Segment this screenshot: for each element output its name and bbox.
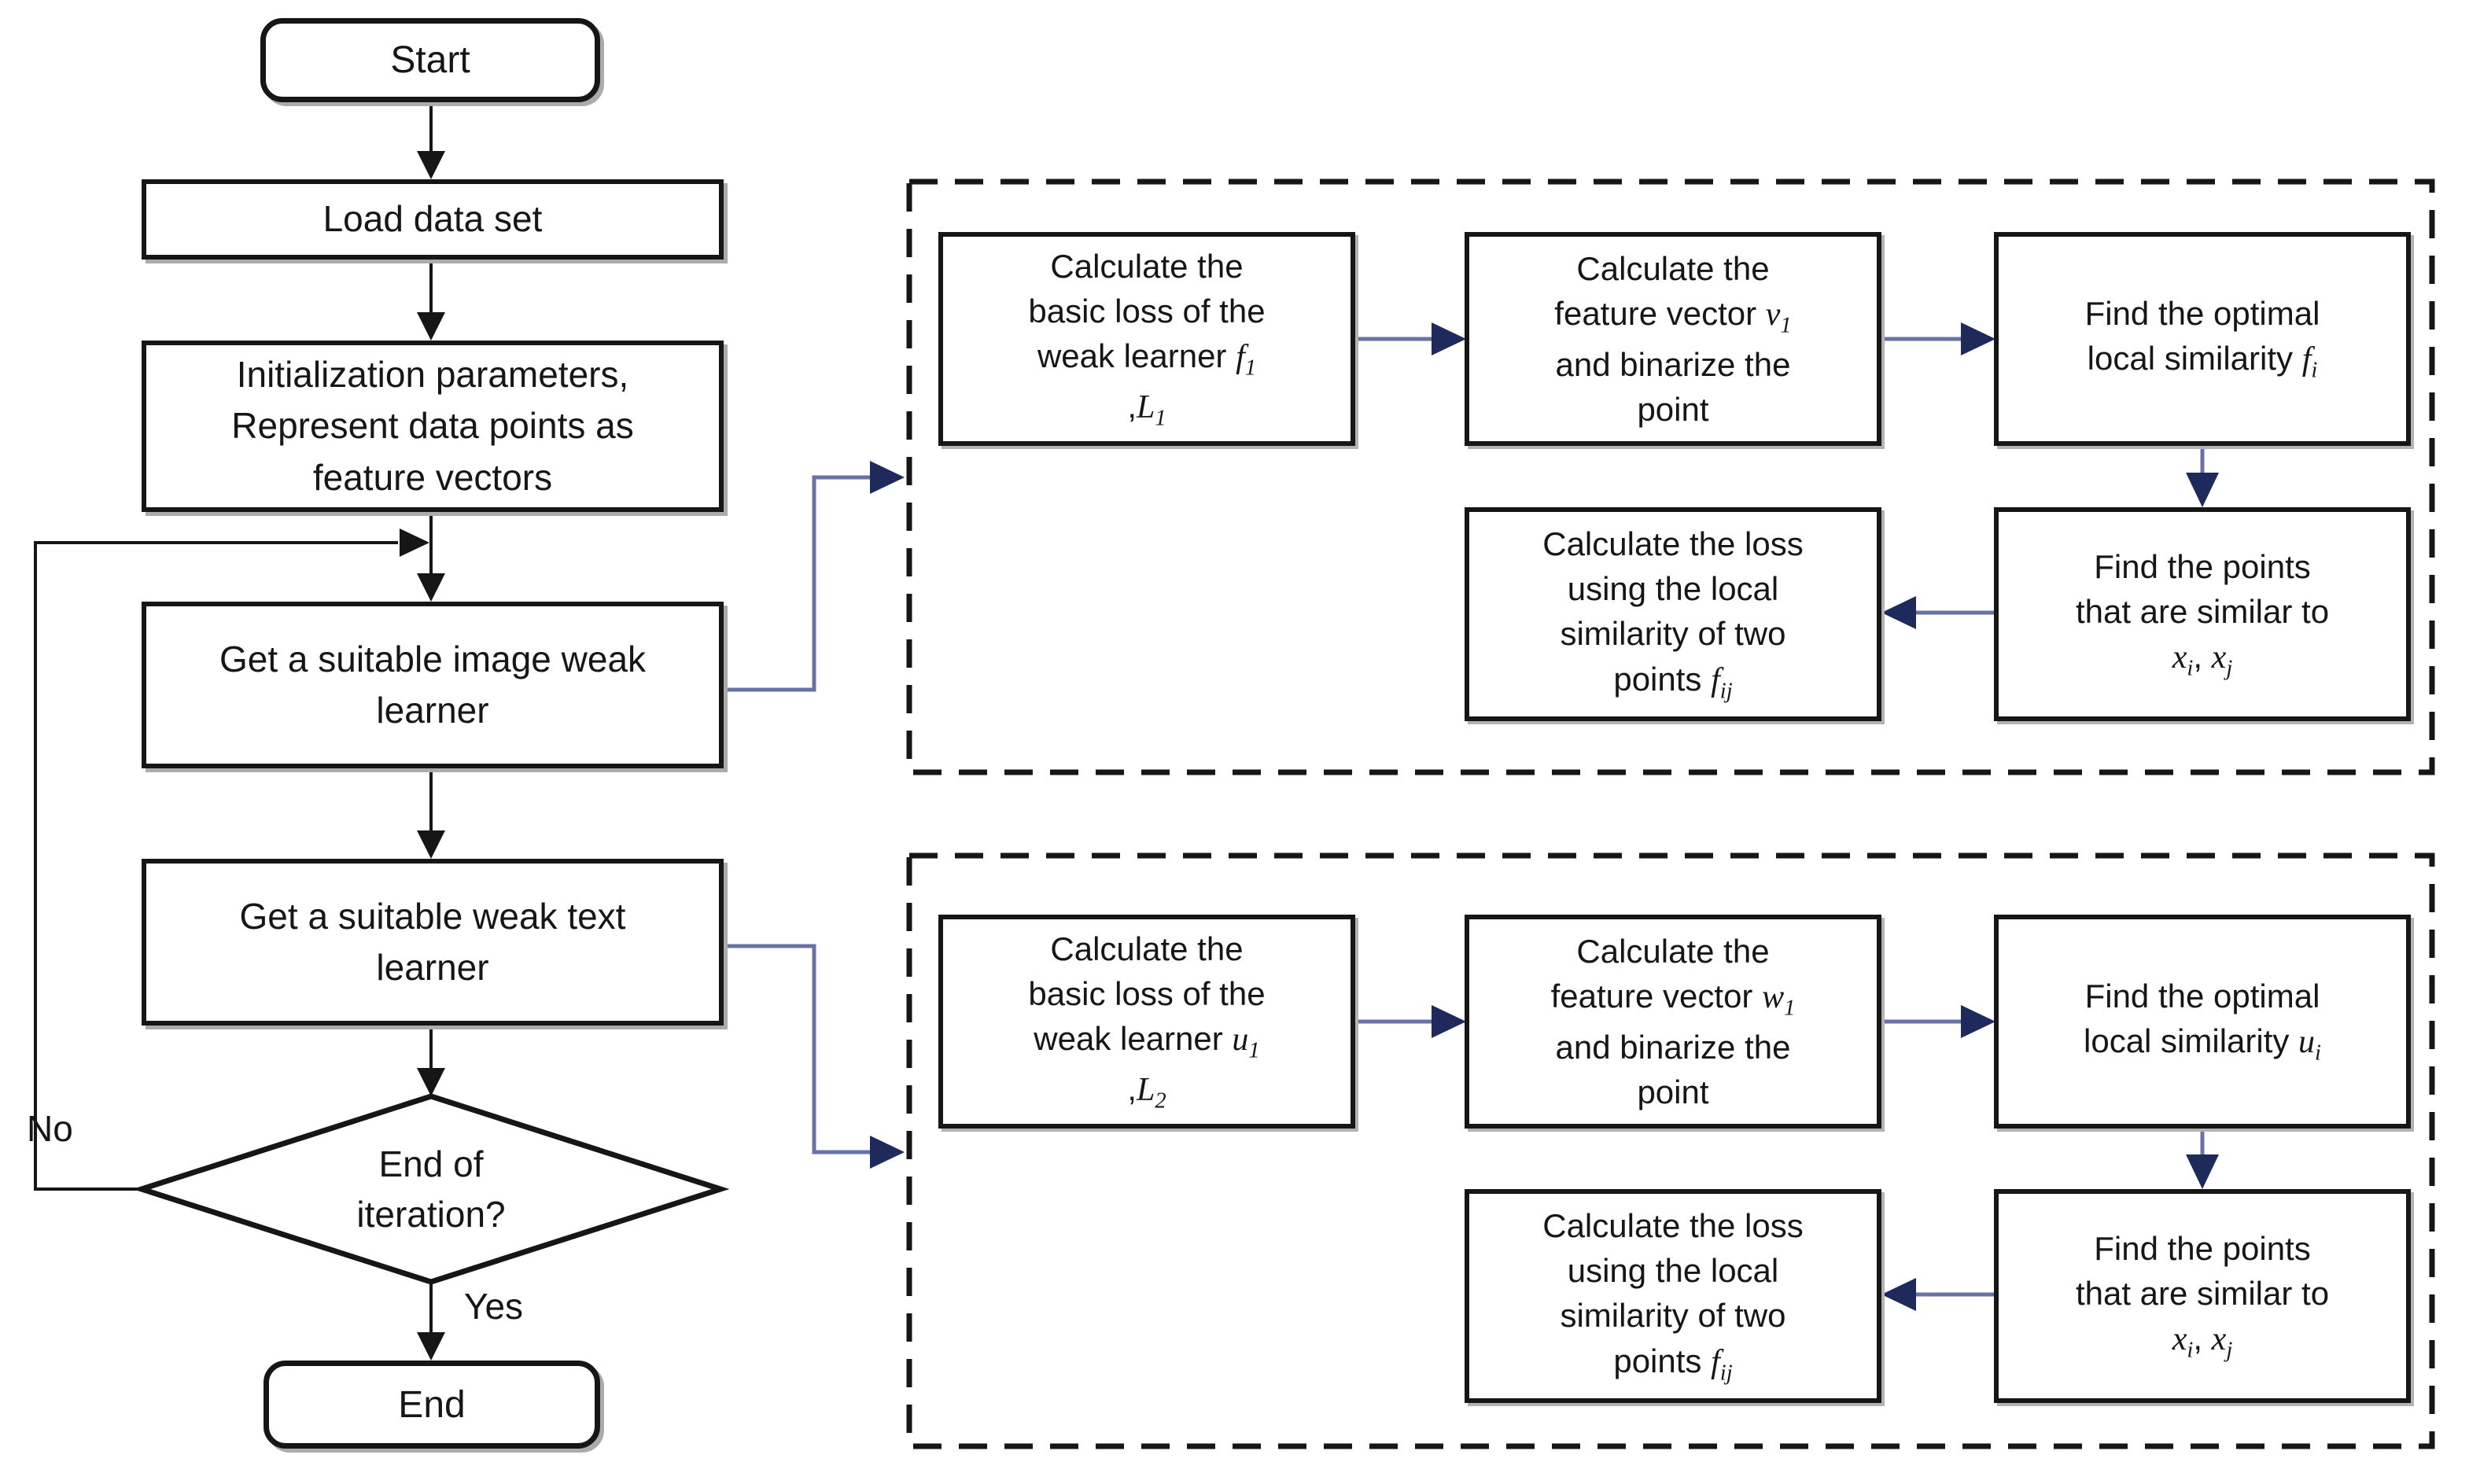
step-image-optimal-similarity: Find the optimal local similarity fi bbox=[1994, 232, 2411, 446]
step-image-feature-vector: Calculate the feature vector v1 and bina… bbox=[1465, 232, 1881, 446]
step-text-pair-loss: Calculate the loss using the local simil… bbox=[1465, 1189, 1881, 1403]
node-image-weak-learner: Get a suitable image weak learner bbox=[142, 602, 724, 768]
edge-label-no: No bbox=[27, 1108, 73, 1149]
arrowhead-image-step4-to-step5 bbox=[1881, 596, 1916, 629]
group-text-steps-border bbox=[906, 852, 2435, 1449]
step-image-similar-points: Find the points that are similar to xi, … bbox=[1994, 507, 2411, 721]
edge-label-yes: Yes bbox=[464, 1286, 524, 1327]
arrowhead-no-loop bbox=[400, 528, 429, 557]
arrowhead-image-step3-to-step4 bbox=[2186, 473, 2219, 507]
arrow-no-loop bbox=[34, 541, 398, 1191]
arrowhead-start-to-load bbox=[417, 151, 445, 179]
arrow-text-learner-to-text-group bbox=[724, 944, 870, 1154]
arrowhead-text-step4-to-step5 bbox=[1881, 1278, 1916, 1311]
arrowhead-image-step2-to-step3 bbox=[1961, 322, 1995, 355]
step-text-feature-vector: Calculate the feature vector w1 and bina… bbox=[1465, 915, 1881, 1129]
node-text-weak-learner: Get a suitable weak text learner bbox=[142, 859, 724, 1026]
arrowhead-image-learner-to-image-group bbox=[870, 461, 905, 494]
node-initialization: Initialization parameters, Represent dat… bbox=[142, 341, 724, 512]
arrow-image-learner-to-image-group bbox=[724, 475, 870, 692]
arrowhead-text-learner-to-text-group bbox=[870, 1136, 905, 1169]
arrowhead-load-to-init bbox=[417, 312, 445, 341]
node-end: End bbox=[263, 1361, 600, 1449]
arrowhead-init-to-image-learner bbox=[417, 573, 445, 602]
node-decision-label: End of iteration? bbox=[356, 1143, 506, 1235]
step-text-optimal-similarity: Find the optimal local similarity ui bbox=[1994, 915, 2411, 1129]
step-image-pair-loss: Calculate the loss using the local simil… bbox=[1465, 507, 1881, 721]
arrowhead-decision-to-end bbox=[417, 1332, 445, 1361]
node-load-data-set: Load data set bbox=[142, 179, 724, 260]
arrowhead-text-step2-to-step3 bbox=[1961, 1005, 1995, 1038]
arrowhead-image-step1-to-step2 bbox=[1432, 322, 1466, 355]
arrowhead-text-learner-to-decision bbox=[417, 1068, 445, 1096]
group-image-steps-border bbox=[906, 179, 2435, 775]
step-image-basic-loss: Calculate the basic loss of the weak lea… bbox=[938, 232, 1355, 446]
arrowhead-text-step3-to-step4 bbox=[2186, 1154, 2219, 1189]
step-text-similar-points: Find the points that are similar to xi, … bbox=[1994, 1189, 2411, 1403]
arrowhead-image-to-text-learner bbox=[417, 830, 445, 859]
node-start: Start bbox=[260, 18, 600, 102]
arrowhead-text-step1-to-step2 bbox=[1432, 1005, 1466, 1038]
step-text-basic-loss: Calculate the basic loss of the weak lea… bbox=[938, 915, 1355, 1129]
